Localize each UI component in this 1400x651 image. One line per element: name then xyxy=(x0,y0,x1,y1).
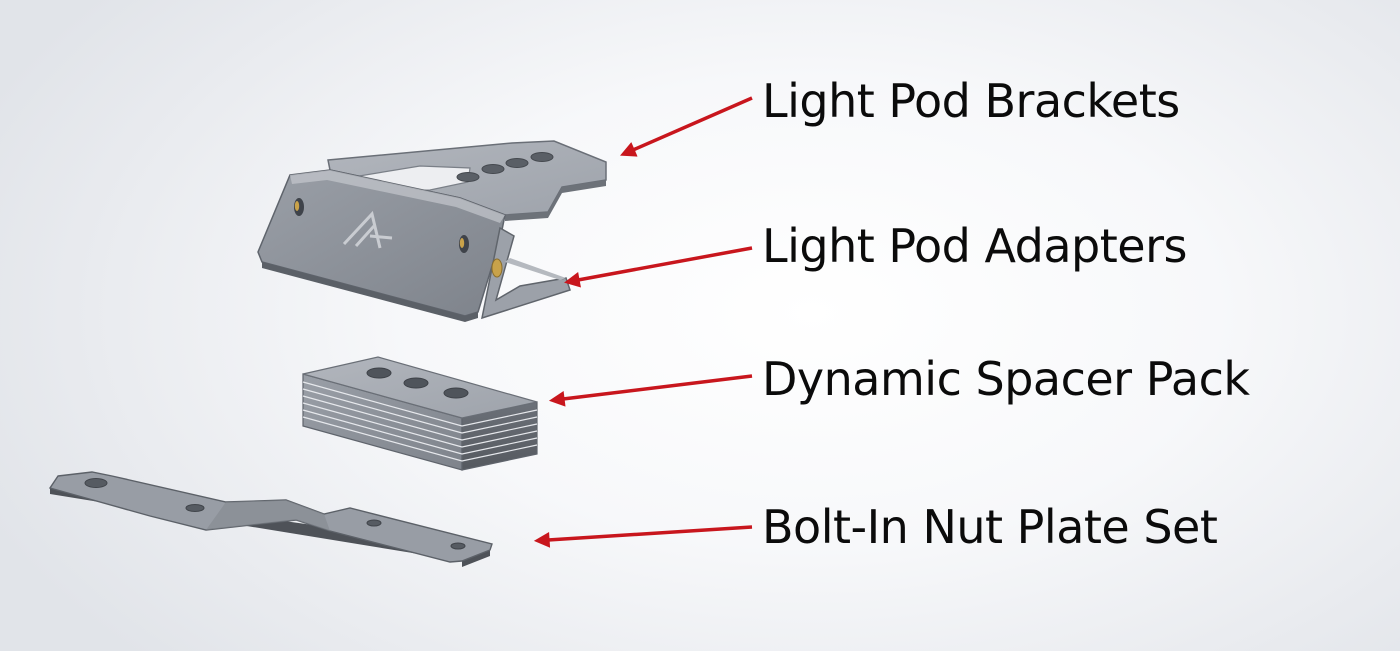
dynamic-spacer-pack xyxy=(302,356,538,471)
callout-arrows xyxy=(533,96,753,548)
label-bolt-in-nut-plate-set: Bolt-In Nut Plate Set xyxy=(762,500,1218,554)
spacer-holes xyxy=(366,367,469,399)
bolt-in-nut-plate xyxy=(48,471,493,567)
light-pod-bracket-assembly xyxy=(257,140,607,322)
arrow-dynamic-spacer-pack xyxy=(548,374,753,407)
spacer-layers xyxy=(302,381,538,462)
brand-logo-icon xyxy=(342,210,393,249)
label-dynamic-spacer-pack: Dynamic Spacer Pack xyxy=(762,352,1250,406)
label-light-pod-brackets: Light Pod Brackets xyxy=(762,74,1180,128)
light-pod-adapter xyxy=(481,226,571,320)
arrow-light-pod-brackets xyxy=(620,96,753,157)
arrow-bolt-in-nut-plate-set xyxy=(533,525,753,548)
label-light-pod-adapters: Light Pod Adapters xyxy=(762,219,1187,273)
bracket-holes xyxy=(456,152,554,182)
nut-plate-holes xyxy=(84,478,466,550)
arrow-light-pod-adapters xyxy=(564,246,753,288)
adapter-nut xyxy=(491,258,503,278)
